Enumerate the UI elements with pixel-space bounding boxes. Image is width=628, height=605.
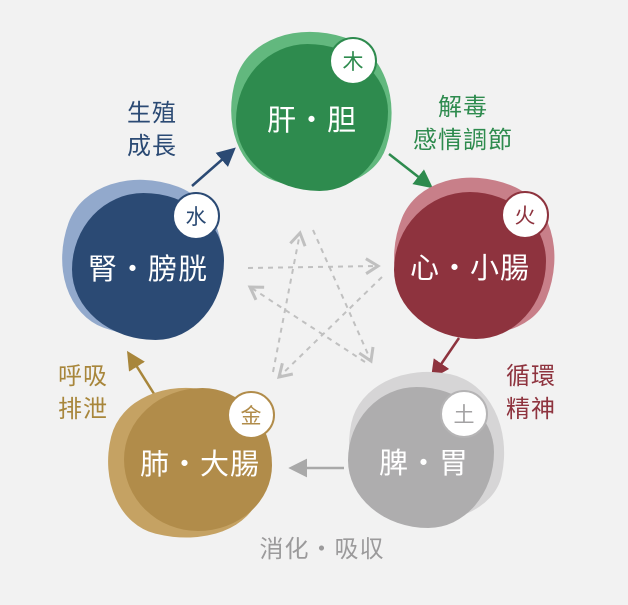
function-line: 排泄 [58, 395, 108, 423]
earth-element-badge: 土 [440, 390, 488, 438]
wood-organ-label: 肝・胆 [266, 103, 357, 137]
arrow-fire-to-earth [430, 337, 461, 380]
function-line: 呼吸 [58, 362, 108, 390]
function-line: 循環 [506, 362, 556, 390]
arrow-fire-controls-metal [276, 276, 383, 379]
function-line: 解毒 [438, 93, 488, 121]
function-line: 成長 [127, 132, 177, 160]
earth-organ-label: 脾・胃 [378, 446, 469, 480]
earth-function-label: 消化・吸収 [222, 533, 422, 566]
arrow-metal-to-water [127, 350, 158, 398]
wood-element-badge: 木 [329, 37, 377, 85]
fire-function-label: 循環 精神 [481, 360, 581, 426]
arrow-wood-controls-earth [312, 229, 375, 364]
metal-element-badge: 金 [227, 391, 275, 439]
arrow-water-to-wood [191, 147, 236, 187]
water-organ-label: 腎・膀胱 [87, 252, 208, 286]
function-line: 生殖 [127, 99, 177, 127]
arrow-metal-controls-wood [272, 230, 307, 373]
water-function-label: 生殖 成長 [97, 97, 207, 163]
water-element-badge: 水 [172, 192, 220, 240]
element-water: 腎・膀胱 水 [38, 155, 248, 361]
function-line: 消化・吸収 [259, 535, 385, 563]
wood-function-label: 解毒 感情調節 [388, 91, 538, 157]
element-metal: 肺・大腸 金 [90, 370, 290, 556]
arrow-water-controls-fire [247, 257, 381, 275]
function-line: 精神 [506, 395, 556, 423]
element-fire: 心・小腸 火 [369, 152, 581, 360]
element-wood: 肝・胆 木 [209, 9, 415, 211]
metal-organ-label: 肺・大腸 [139, 447, 260, 481]
arrow-wood-to-fire [388, 153, 433, 189]
function-line: 感情調節 [413, 126, 513, 154]
metal-function-label: 呼吸 排泄 [33, 360, 133, 426]
element-earth: 脾・胃 土 [333, 356, 521, 551]
fire-element-badge: 火 [501, 191, 549, 239]
fire-organ-label: 心・小腸 [409, 251, 530, 285]
arrow-earth-controls-water [247, 285, 366, 363]
